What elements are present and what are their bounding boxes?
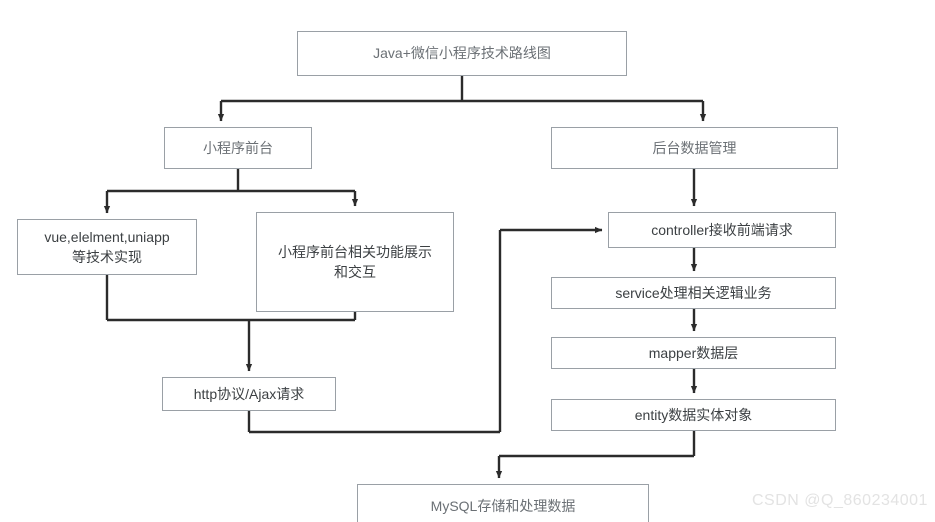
node-mapper-label: mapper数据层	[648, 344, 739, 361]
node-backend-label: 后台数据管理	[652, 139, 737, 156]
node-frontend-features[interactable]: 小程序前台相关功能展示 和交互	[256, 212, 454, 312]
node-entity[interactable]: entity数据实体对象	[551, 399, 836, 431]
node-frontend[interactable]: 小程序前台	[164, 127, 312, 169]
node-mapper[interactable]: mapper数据层	[551, 337, 836, 369]
node-root[interactable]: Java+微信小程序技术路线图	[297, 31, 627, 76]
node-mysql-label: MySQL存储和处理数据	[430, 498, 576, 515]
node-controller-label: controller接收前端请求	[651, 221, 793, 238]
node-tech-stack[interactable]: vue,elelment,uniapp 等技术实现	[17, 219, 197, 275]
node-root-label: Java+微信小程序技术路线图	[373, 45, 551, 62]
node-tech-stack-label: vue,elelment,uniapp 等技术实现	[44, 228, 170, 265]
node-frontend-features-label: 小程序前台相关功能展示 和交互	[278, 243, 432, 280]
node-frontend-label: 小程序前台	[203, 139, 273, 156]
node-entity-label: entity数据实体对象	[634, 406, 753, 423]
node-service[interactable]: service处理相关逻辑业务	[551, 277, 836, 309]
node-service-label: service处理相关逻辑业务	[615, 284, 772, 301]
csdn-watermark: CSDN @Q_860234001	[752, 492, 928, 509]
node-http-label: http协议/Ajax请求	[193, 385, 305, 402]
node-http[interactable]: http协议/Ajax请求	[162, 377, 336, 411]
node-controller[interactable]: controller接收前端请求	[608, 212, 836, 248]
node-mysql[interactable]: MySQL存储和处理数据	[357, 484, 649, 522]
node-backend[interactable]: 后台数据管理	[551, 127, 838, 169]
